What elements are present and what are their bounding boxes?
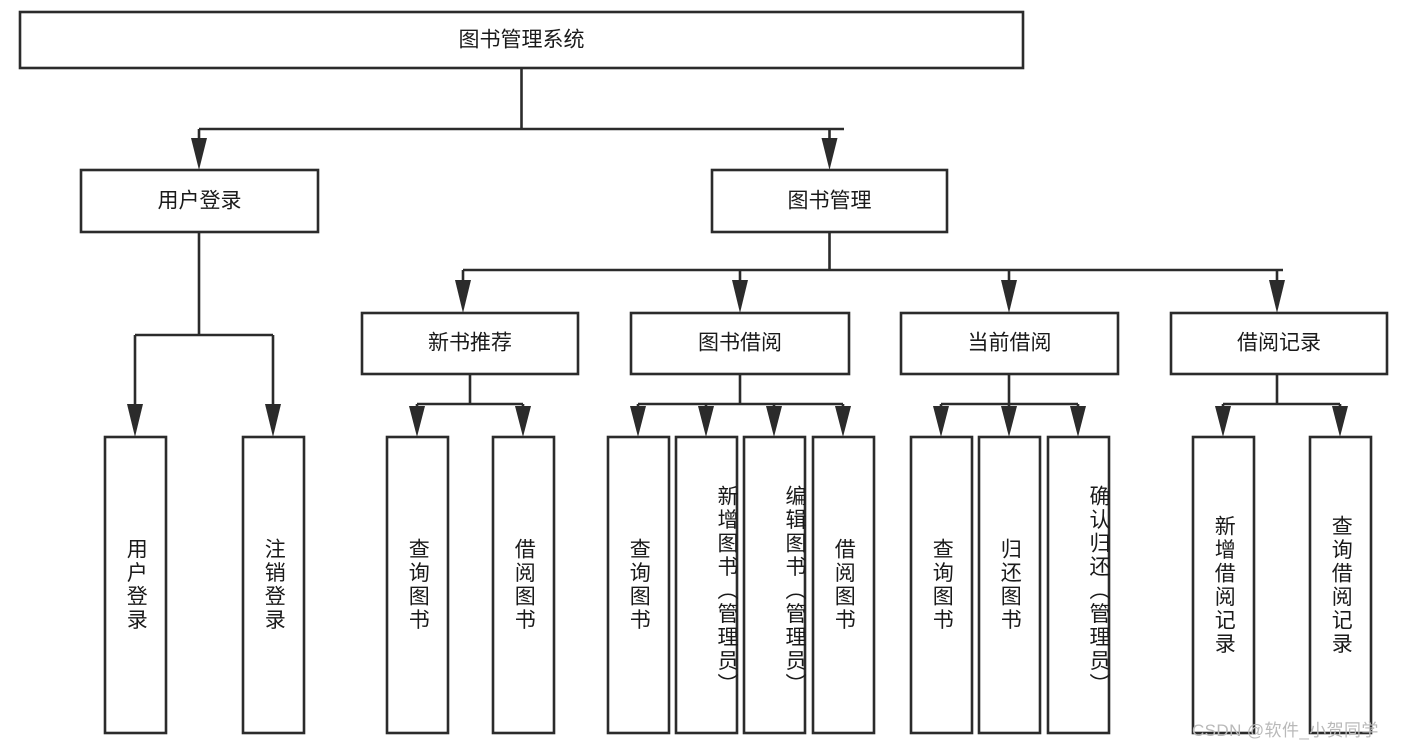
node-user-login-box[interactable] [79,168,320,234]
arrow-head-leaf-query-record [1332,406,1348,437]
leaf-box-add-book[interactable] [674,435,739,735]
arrow-head-leaf-query-book-1 [409,406,425,437]
leaf-box-query-book-1[interactable] [385,435,450,735]
arrow-head-leaf-query-book-2 [630,406,646,437]
leaf-box-borrow-book-2[interactable] [811,435,876,735]
connector-group-root [191,68,844,170]
arrow-head-leaf-user-login [127,404,143,437]
node-borrow-record-box[interactable] [1169,311,1389,376]
leaf-box-query-book-3[interactable] [909,435,974,735]
node-book-borrow-box[interactable] [629,311,851,376]
node-user-login-label: 用户登录 [158,190,242,213]
arrow-head-currentborrow [1001,280,1017,313]
leaf-box-user-login[interactable] [103,435,168,735]
arrow-head-leaf-add-record [1215,406,1231,437]
node-root-box[interactable] [18,10,1025,70]
arrow-head-leaf-query-book-3 [933,406,949,437]
node-new-book-recommend-box[interactable] [360,311,580,376]
arrow-head-leaf-logout [265,404,281,437]
arrow-head-leaf-edit-book [766,406,782,437]
arrow-head-bookborrow [732,280,748,313]
arrow-head-book-mgmt [821,138,838,170]
node-book-management-label: 图书管理 [788,190,872,213]
leaf-box-logout[interactable] [241,435,306,735]
node-current-borrow-label: 当前借阅 [968,332,1052,355]
node-borrow-record-label: 借阅记录 [1237,332,1321,355]
node-new-book-recommend-label: 新书推荐 [428,332,512,355]
arrow-head-newbook [455,280,471,313]
arrow-head-leaf-borrow-book-2 [835,406,851,437]
leaf-box-return-book[interactable] [977,435,1042,735]
connector-group-currentborrow-leaves [933,374,1086,437]
leaf-box-query-record[interactable] [1308,435,1373,735]
node-book-borrow-label: 图书借阅 [698,332,782,355]
leaf-box-confirm-return[interactable] [1046,435,1111,735]
node-current-borrow-box[interactable] [899,311,1120,376]
csdn-watermark: CSDN @软件_小贺同学 [1192,721,1379,740]
node-root-label: 图书管理系统 [459,29,585,52]
connector-group-bookborrow-leaves [630,374,851,437]
arrow-head-leaf-return-book [1001,406,1017,437]
arrow-head-borrowrecord [1269,280,1285,313]
arrow-head-leaf-add-book [698,406,714,437]
connector-group-borrowrecord-leaves [1215,374,1348,437]
leaf-box-add-record[interactable] [1191,435,1256,735]
arrow-head-leaf-borrow-book-1 [515,406,531,437]
connector-group-newbook-leaves [409,374,531,437]
arrow-head-leaf-confirm-return [1070,406,1086,437]
arrow-head-user-login [191,138,207,170]
leaf-box-edit-book[interactable] [742,435,807,735]
connector-group-userlogin-leaves [127,232,281,437]
node-book-management-box[interactable] [710,168,949,234]
leaf-box-borrow-book-1[interactable] [491,435,556,735]
leaf-box-query-book-2[interactable] [606,435,671,735]
connector-group-bookmgmt [455,232,1285,313]
